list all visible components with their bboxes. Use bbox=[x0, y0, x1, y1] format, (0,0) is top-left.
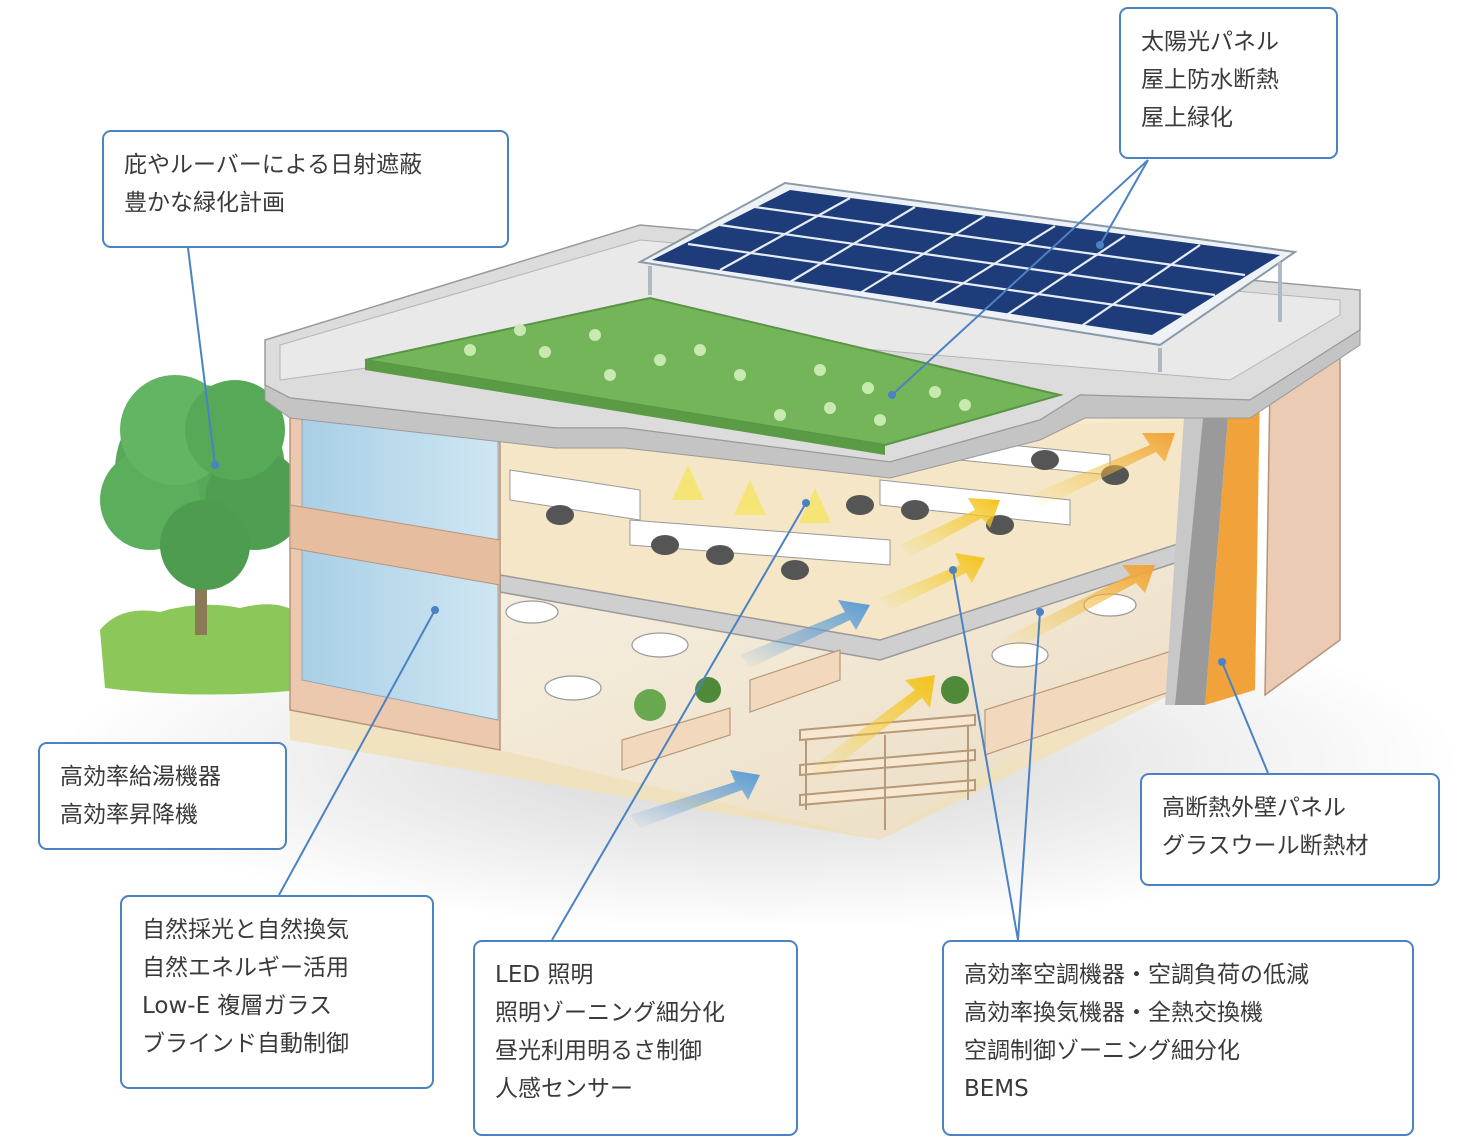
roof-garden bbox=[364, 296, 1064, 455]
callout-roof: 太陽光パネル 屋上防水断熱 屋上緑化 bbox=[1119, 7, 1338, 159]
callout-roof-line-3: 屋上緑化 bbox=[1141, 105, 1233, 131]
ceiling-light-cones bbox=[672, 465, 831, 523]
office-chairs bbox=[546, 450, 1129, 580]
leader-solar bbox=[1099, 159, 1149, 246]
callout-lighting: LED 照明 照明ゾーニング細分化 昼光利用明るさ制御 人感センサー bbox=[473, 940, 798, 1136]
leader-lighting bbox=[551, 502, 807, 941]
callout-wall-line-2: グラスウール断熱材 bbox=[1162, 833, 1369, 859]
counter bbox=[749, 649, 841, 713]
left-facade bbox=[289, 407, 501, 751]
callout-hvac-line-3: 空調制御ゾーニング細分化 bbox=[964, 1038, 1240, 1064]
callout-lighting-line-1: LED 照明 bbox=[495, 962, 594, 988]
callout-daylight-line-3: Low-E 複層ガラス bbox=[142, 993, 332, 1019]
callout-wall: 高断熱外壁パネル グラスウール断熱材 bbox=[1140, 773, 1440, 886]
solar-panel bbox=[636, 181, 1298, 372]
tree bbox=[100, 375, 305, 695]
callout-equipment-line-2: 高効率昇降機 bbox=[60, 802, 198, 828]
callout-roof-line-1: 太陽光パネル bbox=[1141, 29, 1279, 55]
leader-dots bbox=[211, 241, 1226, 666]
callout-wall-line-1: 高断熱外壁パネル bbox=[1162, 795, 1346, 821]
right-facade bbox=[1165, 348, 1341, 705]
callout-roof-line-2: 屋上防水断熱 bbox=[1141, 67, 1279, 93]
callout-equipment-line-1: 高効率給湯機器 bbox=[60, 764, 221, 790]
callout-daylight-line-1: 自然採光と自然換気 bbox=[142, 917, 349, 943]
callout-lighting-line-4: 人感センサー bbox=[495, 1076, 633, 1102]
callout-daylight-line-2: 自然エネルギー活用 bbox=[142, 955, 349, 981]
callout-shading: 庇やルーバーによる日射遮蔽 豊かな緑化計画 bbox=[102, 130, 509, 248]
callout-equipment: 高効率給湯機器 高効率昇降機 bbox=[38, 742, 287, 850]
callout-daylight-line-4: ブラインド自動制御 bbox=[142, 1031, 349, 1057]
leader-garden bbox=[891, 159, 1149, 396]
callout-shading-line-1: 庇やルーバーによる日射遮蔽 bbox=[124, 152, 423, 178]
callout-daylight: 自然採光と自然換気 自然エネルギー活用 Low-E 複層ガラス ブラインド自動制… bbox=[120, 895, 434, 1089]
callout-shading-line-2: 豊かな緑化計画 bbox=[124, 190, 285, 216]
leader-shading bbox=[187, 247, 216, 466]
leader-lines bbox=[187, 159, 1269, 941]
callout-hvac-line-4: BEMS bbox=[964, 1076, 1029, 1102]
leader-hvac-lower bbox=[1017, 611, 1041, 941]
leader-hvac-upper bbox=[952, 569, 1019, 941]
leader-wall bbox=[1221, 661, 1269, 774]
callout-lighting-line-2: 照明ゾーニング細分化 bbox=[495, 1000, 725, 1026]
callout-hvac-line-2: 高効率換気機器・全熱交換機 bbox=[964, 1000, 1263, 1026]
shelf bbox=[799, 713, 976, 830]
callout-hvac-line-1: 高効率空調機器・空調負荷の低減 bbox=[964, 962, 1309, 988]
leader-daylight bbox=[278, 609, 436, 896]
callout-hvac: 高効率空調機器・空調負荷の低減 高効率換気機器・全熱交換機 空調制御ゾーニング細… bbox=[942, 940, 1414, 1136]
callout-lighting-line-3: 昼光利用明るさ制御 bbox=[495, 1038, 702, 1064]
